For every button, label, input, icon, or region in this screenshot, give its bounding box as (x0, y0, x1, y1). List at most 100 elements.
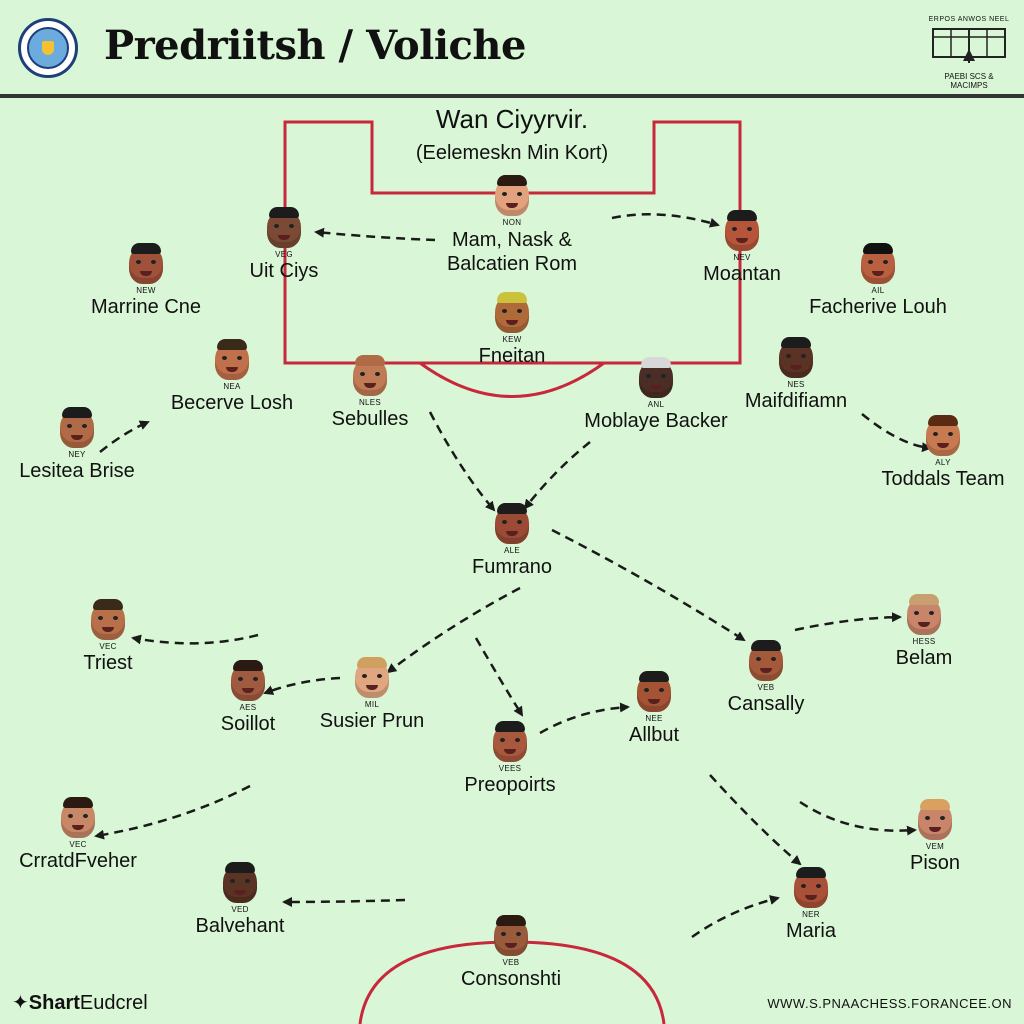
player-code: VED (231, 905, 249, 914)
player-name: Cansally (727, 693, 805, 715)
player-code: NEV (733, 253, 751, 262)
player-avatar (60, 407, 94, 448)
arrow-to-maria (709, 774, 802, 866)
player-name: CrratdFveher (19, 850, 137, 872)
player-code: NER (802, 910, 820, 919)
player-code: NEE (645, 714, 663, 723)
player-name: Sebulles (331, 408, 409, 430)
player-hair (355, 355, 385, 366)
footer-url[interactable]: WWW.S.PNAACHESS.FORANCEE.ON (767, 996, 1012, 1011)
player-hair (639, 671, 669, 682)
player-code: VEB (757, 683, 775, 692)
player-code: VEB (502, 958, 520, 967)
player-avatar (267, 207, 301, 248)
player-code: VEES (498, 764, 522, 773)
brand-logo-top-text: ERPOS ANWOS NEEL (928, 16, 1010, 23)
player-avatar (231, 660, 265, 701)
player-hair (928, 415, 958, 426)
player-code: KEW (502, 335, 522, 344)
player-name: Moblaye Backer (584, 410, 728, 432)
brand-star-icon: ✦ (12, 992, 29, 1014)
footer-brand[interactable]: ✦ShartEudcrel (12, 990, 148, 1015)
player-hair (63, 797, 93, 808)
player-name: Triest (83, 652, 133, 674)
arrow-sebulles-to-fumrano (428, 411, 496, 512)
player-name: Toddals Team (881, 468, 1005, 490)
player-hair (863, 243, 893, 254)
player-name: Balvehant (195, 915, 285, 937)
footer-brand-rest: Eudcrel (79, 992, 148, 1014)
page-title: Predriitsh / Voliche (104, 22, 526, 69)
player-hair (727, 210, 757, 221)
brand-logo-bottom-text: PAEBI SCS & MACIMPS (944, 72, 994, 90)
player-code: VEC (99, 642, 117, 651)
player-name: Consonshti (460, 968, 562, 990)
arrow-to-crratdfveher (94, 784, 251, 840)
arrow-to-pison (799, 800, 917, 836)
player-hair (796, 867, 826, 878)
player-code: NON (502, 218, 522, 227)
club-crest-logo[interactable] (18, 18, 78, 78)
player-code: MIL (364, 700, 380, 709)
player-code: VEG (275, 250, 293, 259)
player-name: Uit Ciys (249, 260, 319, 282)
arrow-to-maria-lower (691, 895, 780, 939)
player-hair (225, 862, 255, 873)
arrow-to-toddals-team (861, 413, 932, 453)
player-hair (93, 599, 123, 610)
penalty-box-line (283, 120, 742, 365)
player-code: HESS (912, 637, 936, 646)
player-name: Facherive Louh (809, 296, 947, 318)
crest-inner-ring (27, 27, 69, 69)
arrow-to-uit-ciys (314, 227, 436, 242)
player-avatar (494, 915, 528, 956)
player-name: Soillot (220, 713, 276, 735)
player-code: ALY (935, 458, 951, 467)
arrow-to-allbut (539, 702, 630, 735)
brand-logo-right[interactable]: ERPOS ANWOS NEEL PAEBI SCS & MACIMPS (926, 16, 1012, 90)
player-name: Belam (895, 647, 953, 669)
player-name: Becerve Losh (170, 392, 294, 414)
player-avatar (91, 599, 125, 640)
player-hair (781, 337, 811, 348)
player-avatar (907, 594, 941, 635)
player-avatar (637, 671, 671, 712)
player-hair (497, 292, 527, 303)
player-avatar (495, 503, 529, 544)
arrow-to-becerve-losh (99, 420, 150, 453)
player-name: Susier Prun (319, 710, 425, 732)
player-hair (497, 175, 527, 186)
player-avatar (779, 337, 813, 378)
player-avatar (749, 640, 783, 681)
player-hair (496, 915, 526, 926)
arrow-to-susier-prun (386, 586, 521, 674)
player-hair (269, 207, 299, 218)
player-name: Marrine Cne (90, 296, 202, 318)
